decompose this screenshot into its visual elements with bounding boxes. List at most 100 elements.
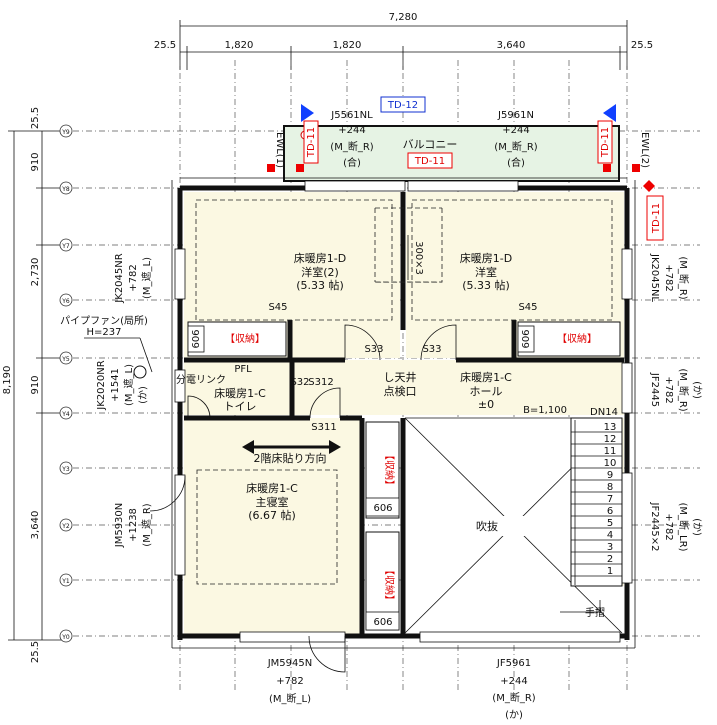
window-height: +782 (276, 676, 303, 687)
window-height: +244 (500, 676, 527, 687)
ceiling-hatch-label: し天井 (384, 370, 417, 384)
grid-marker-label: Y3 (61, 466, 70, 473)
switch-label: S33 (422, 344, 441, 355)
switch-label: S311 (311, 422, 336, 433)
tag-td11: TD-11 (306, 127, 317, 158)
balcony-window-mat: (合) (507, 156, 525, 169)
room-name: 床暖房1-C (246, 481, 298, 495)
dim-top-part: 3,640 (497, 40, 526, 51)
room-name: 床暖房1-D (460, 251, 512, 265)
switch-label: S45 (268, 302, 287, 313)
switch-label: S32 (290, 377, 309, 388)
stair-step: 6 (607, 506, 613, 517)
window-height: +782 (663, 513, 674, 540)
window-spec: (M_断_R) (677, 256, 690, 299)
arrow-right-icon (329, 440, 341, 454)
room-labels: 床暖房1-D 洋室(2) (5.33 帖) 床暖房1-D 洋室 (5.33 帖)… (214, 251, 512, 522)
switch-label: S33 (364, 344, 383, 355)
window-mat: (か) (137, 386, 149, 404)
window-code: JF5961 (496, 658, 531, 669)
ewl-label: EWL(2) (639, 132, 650, 168)
stairs: 13 12 11 10 9 8 7 6 5 4 3 2 1 手摺 (560, 417, 623, 619)
window-code: JM5930N (114, 503, 125, 549)
window-code: JF2445×2 (649, 502, 660, 552)
td-tags: TD-12 TD-11 TD-11 TD-11 TD-11 (303, 96, 664, 241)
stair-step: 8 (607, 482, 613, 493)
stair-step: 10 (604, 458, 617, 469)
window-frame (174, 369, 186, 403)
drain-marker (603, 164, 611, 172)
arrow-left-icon (242, 440, 254, 454)
grid-marker-label: Y6 (61, 298, 70, 305)
dim-top-part: 1,820 (333, 40, 362, 51)
dim-left-part: 910 (30, 152, 41, 171)
window-height: +782 (663, 376, 674, 403)
tag-td11: TD-11 (600, 127, 611, 158)
room-name: 洋室(2) (301, 265, 339, 279)
grid-marker-label: Y8 (61, 186, 70, 193)
tag-td11: TD-11 (651, 203, 662, 234)
storage-code: 606 (521, 329, 532, 348)
room-area: (5.33 帖) (462, 279, 510, 292)
stair-step: 11 (604, 446, 617, 457)
room-area: (6.67 帖) (248, 509, 296, 522)
void-label: 吹抜 (476, 519, 498, 533)
window-frame (621, 362, 633, 414)
diamond-marker-icon (643, 180, 655, 192)
window-spec: (M_断_L) (269, 692, 311, 705)
storage-label: 【収納】 (383, 450, 396, 490)
dim-left-total: 8,190 (2, 366, 13, 395)
door-swings (149, 324, 457, 673)
window-height: +782 (128, 264, 139, 291)
window-code: JK2020NR (96, 360, 107, 410)
window-code: JK2045NR (114, 253, 125, 303)
switch-label: S312 (308, 377, 333, 388)
drain-marker (267, 164, 275, 172)
window-spec: (M_遮_R) (140, 503, 153, 546)
floor-direction-label: 2階床貼り方向 (254, 451, 327, 465)
beam-note: 300×3 (413, 241, 424, 275)
stair-step: 12 (604, 434, 617, 445)
room-name: 床暖房1-C (214, 386, 266, 400)
dim-left-part: 25.5 (30, 641, 41, 663)
dim-left-part: 2,730 (30, 258, 41, 287)
pfl-label: PFL (234, 364, 252, 375)
balcony-label: バルコニー (403, 138, 458, 151)
grid-marker-label: Y9 (61, 129, 70, 136)
window-mat: (か) (505, 709, 523, 721)
storage-label: 【収納】 (225, 332, 265, 345)
stair-step: 9 (607, 470, 613, 481)
pipe-fan-label: パイプファン(局所) (60, 315, 148, 327)
handrail-label: 手摺 (585, 606, 605, 619)
window-height: +1238 (128, 508, 139, 542)
window-code: JM5945N (267, 658, 313, 669)
room-name: 洋室 (475, 265, 497, 279)
annotations: 300×3 S45 S45 S33 S33 S32 S311 S312 B=1,… (60, 235, 618, 465)
window-labels: JK2045NR +782 (M_遮_L) JK2045NL +782 (M_断… (96, 253, 703, 721)
grid-marker-label: Y2 (61, 523, 70, 530)
grid-markers: Y9 Y8 Y7 Y6 Y5 Y4 Y3 Y2 Y1 Y0 (59, 124, 73, 643)
section-arrow-icon (603, 104, 616, 122)
dim-left-part: 910 (30, 375, 41, 394)
ceiling-hatch-label: 点検口 (384, 384, 417, 398)
stair-step: 2 (607, 554, 613, 565)
window-spec: (M_断_R) (677, 368, 690, 411)
stair-step: 7 (607, 494, 613, 505)
dim-top-total: 7,280 (389, 12, 418, 23)
window-height: +782 (663, 264, 674, 291)
window-frame (621, 248, 633, 300)
balcony-window-code: J5561NL (330, 110, 373, 121)
balcony-window-height: +244 (502, 125, 529, 136)
window-spec: (M_遮_L) (140, 257, 153, 299)
dim-top-part: 25.5 (631, 40, 653, 51)
stair-step: 5 (607, 518, 613, 529)
window-spec: (M_断_LR) (677, 503, 690, 552)
stair-direction: DN14 (590, 407, 618, 418)
tag-td11: TD-11 (414, 156, 445, 167)
balcony-window-height: +244 (338, 125, 365, 136)
window-height: +1541 (110, 368, 121, 402)
grid-marker-label: Y7 (61, 243, 70, 250)
ewl-label: EWL(1) (274, 132, 285, 168)
window-frame (174, 248, 186, 300)
